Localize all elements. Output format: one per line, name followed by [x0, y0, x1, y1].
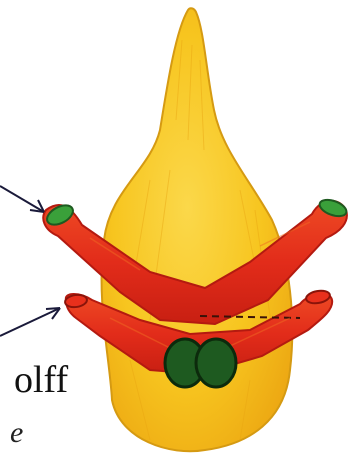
green-nodule-right: [196, 339, 236, 387]
label-partial: olff: [14, 359, 69, 401]
handwriting-partial: e: [10, 416, 23, 449]
green-nodules: [165, 339, 236, 387]
pointer-arrow-upper: [0, 186, 44, 212]
pointer-arrow-lower: [0, 308, 60, 336]
yellow-body: [102, 8, 293, 451]
